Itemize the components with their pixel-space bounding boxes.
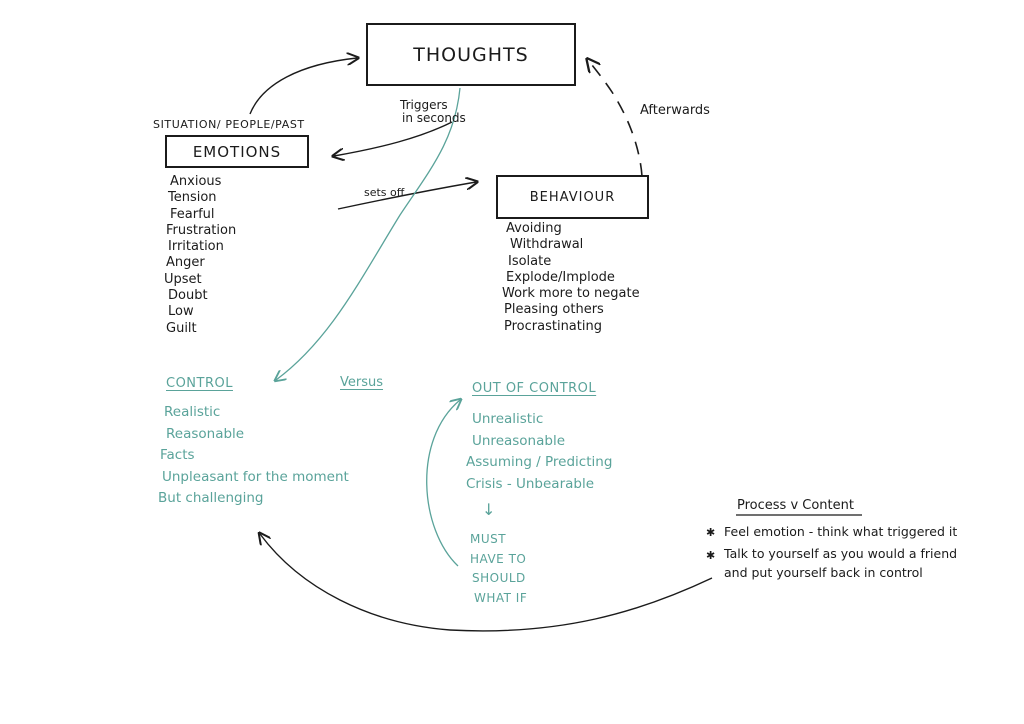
out-of-control-item: Crisis - Unbearable [466, 475, 595, 492]
behaviour-list: Avoiding Withdrawal Isolate Explode/Impl… [502, 221, 640, 335]
emotion-item: Tension [168, 190, 217, 206]
must-item: MUST [470, 532, 507, 546]
control-item: Unpleasant for the moment [162, 468, 349, 485]
emotions-node: EMOTIONS [165, 135, 309, 168]
emotion-item: Anxious [170, 174, 222, 189]
emotion-item: Irritation [168, 239, 224, 255]
behaviour-item: Isolate [508, 253, 552, 269]
control-item: But challenging [158, 490, 264, 506]
triggers-label-line2: in seconds [402, 111, 466, 125]
process-bullet2-text-line2: and put yourself back in control [724, 565, 923, 580]
emotion-item: Guilt [166, 320, 197, 336]
out-of-control-item: Assuming / Predicting [466, 454, 613, 470]
arrow-emotions-to-behaviour [337, 182, 476, 210]
process-bullet2-icon: ✱ [706, 549, 716, 562]
control-item: Realistic [164, 404, 221, 420]
process-bullet1-text: Feel emotion - think what triggered it [724, 524, 958, 539]
emotion-item: Fearful [170, 206, 215, 222]
behaviour-item: Avoiding [506, 221, 562, 236]
sets-off-label: sets off [364, 186, 405, 199]
situation-label: SITUATION/ PEOPLE/PAST [153, 118, 305, 131]
arrow-process-to-control [260, 534, 713, 632]
emotions-list: Anxious Tension Fearful Frustration Irri… [164, 174, 237, 337]
arrow-behaviour-to-thoughts-dashed [588, 60, 643, 177]
control-item: Facts [160, 447, 195, 463]
behaviour-label: BEHAVIOUR [529, 189, 616, 205]
versus-label: Versus [340, 375, 384, 390]
behaviour-node: BEHAVIOUR [496, 175, 649, 219]
out-of-control-item: Unreasonable [472, 432, 566, 449]
process-heading: Process v Content [737, 498, 854, 513]
behaviour-item: Procrastinating [504, 318, 602, 334]
behaviour-item: Pleasing others [504, 302, 604, 318]
out-of-control-heading: OUT OF CONTROL [472, 381, 597, 396]
thoughts-node: THOUGHTS [366, 23, 576, 86]
behaviour-item: Explode/Implode [506, 269, 615, 285]
emotions-label: EMOTIONS [192, 142, 282, 161]
must-item: HAVE TO [470, 551, 527, 566]
afterwards-label: Afterwards [640, 103, 710, 118]
arrow-thoughts-to-control [276, 87, 461, 380]
arrow-musts-to-out-of-control [426, 400, 460, 567]
emotion-item: Doubt [168, 288, 208, 304]
must-item: WHAT IF [474, 590, 528, 605]
control-item: Reasonable [166, 425, 245, 442]
thoughts-label: THOUGHTS [413, 43, 529, 66]
must-item: SHOULD [472, 571, 526, 585]
musts-list: MUST HAVE TO SHOULD WHAT IF [470, 530, 527, 608]
out-of-control-list: Unrealistic Unreasonable Assuming / Pred… [466, 409, 612, 495]
behaviour-item: Work more to negate [502, 286, 640, 302]
emotion-item: Upset [164, 271, 202, 287]
emotion-item: Low [168, 304, 194, 320]
control-heading: CONTROL [166, 376, 233, 391]
triggers-label-line1: Triggers [400, 98, 448, 112]
process-bullet1-icon: ✱ [706, 526, 716, 539]
control-list: Realistic Reasonable Facts Unpleasant fo… [158, 402, 349, 510]
arrow-situation-to-thoughts [249, 58, 357, 115]
emotion-item: Frustration [166, 222, 237, 238]
emotion-item: Anger [166, 255, 205, 271]
behaviour-item: Withdrawal [510, 237, 584, 253]
out-of-control-item: Unrealistic [472, 411, 544, 427]
process-bullet2-text-line1: Talk to yourself as you would a friend [724, 546, 958, 561]
down-arrow-icon: ↓ [482, 500, 496, 519]
arrow-thoughts-to-emotions [334, 121, 453, 156]
